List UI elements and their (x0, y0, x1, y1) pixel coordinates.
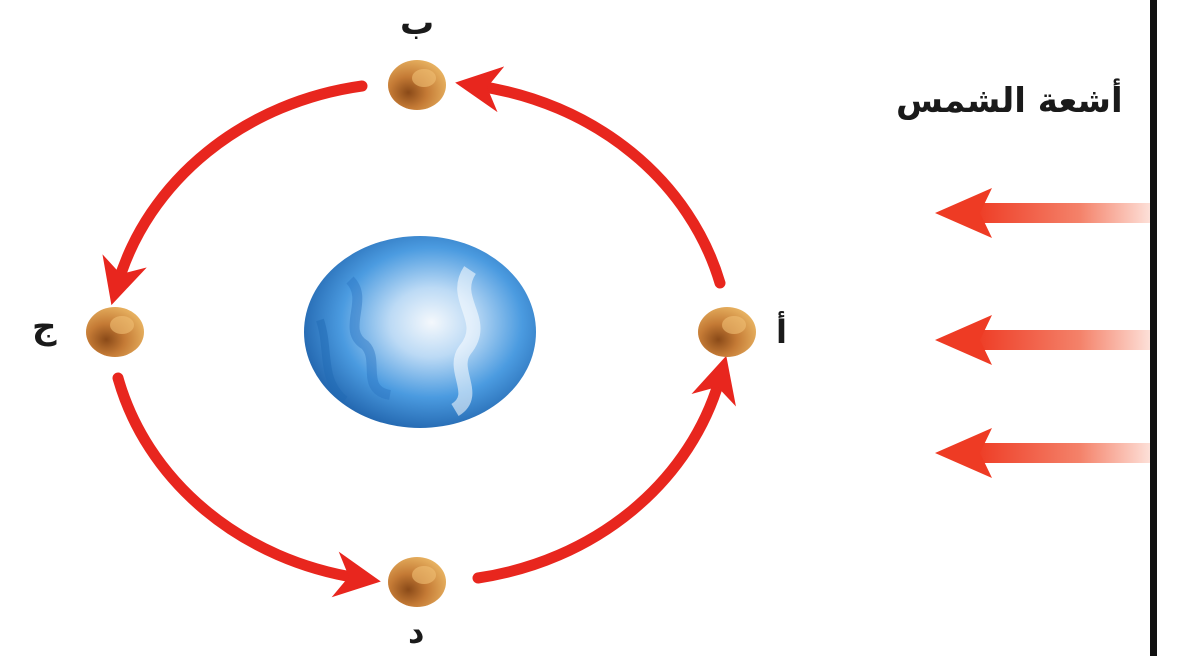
moon-position-d (388, 557, 446, 607)
orbit-arrow-a-to-b (478, 86, 720, 283)
moon-position-a (698, 307, 756, 357)
position-label-j: ج (32, 310, 57, 344)
position-label-b: ب (400, 6, 434, 40)
sun-rays-label: أشعة الشمس (896, 84, 1123, 118)
frame-border-line (1150, 0, 1157, 656)
position-label-d: د (408, 616, 424, 648)
position-label-a: أ (776, 316, 787, 348)
sun-ray-arrow-bottom (935, 428, 1150, 478)
orbit-arrow-d-to-a (478, 378, 720, 578)
orbit-arrow-j-to-d (118, 378, 358, 578)
orbit-arrow-b-to-j (118, 86, 362, 283)
earth (304, 236, 536, 428)
sun-ray-arrow-top (935, 188, 1150, 238)
sun-ray-arrow-middle (935, 315, 1150, 365)
moon-position-b (388, 60, 446, 110)
moon-position-j (86, 307, 144, 357)
